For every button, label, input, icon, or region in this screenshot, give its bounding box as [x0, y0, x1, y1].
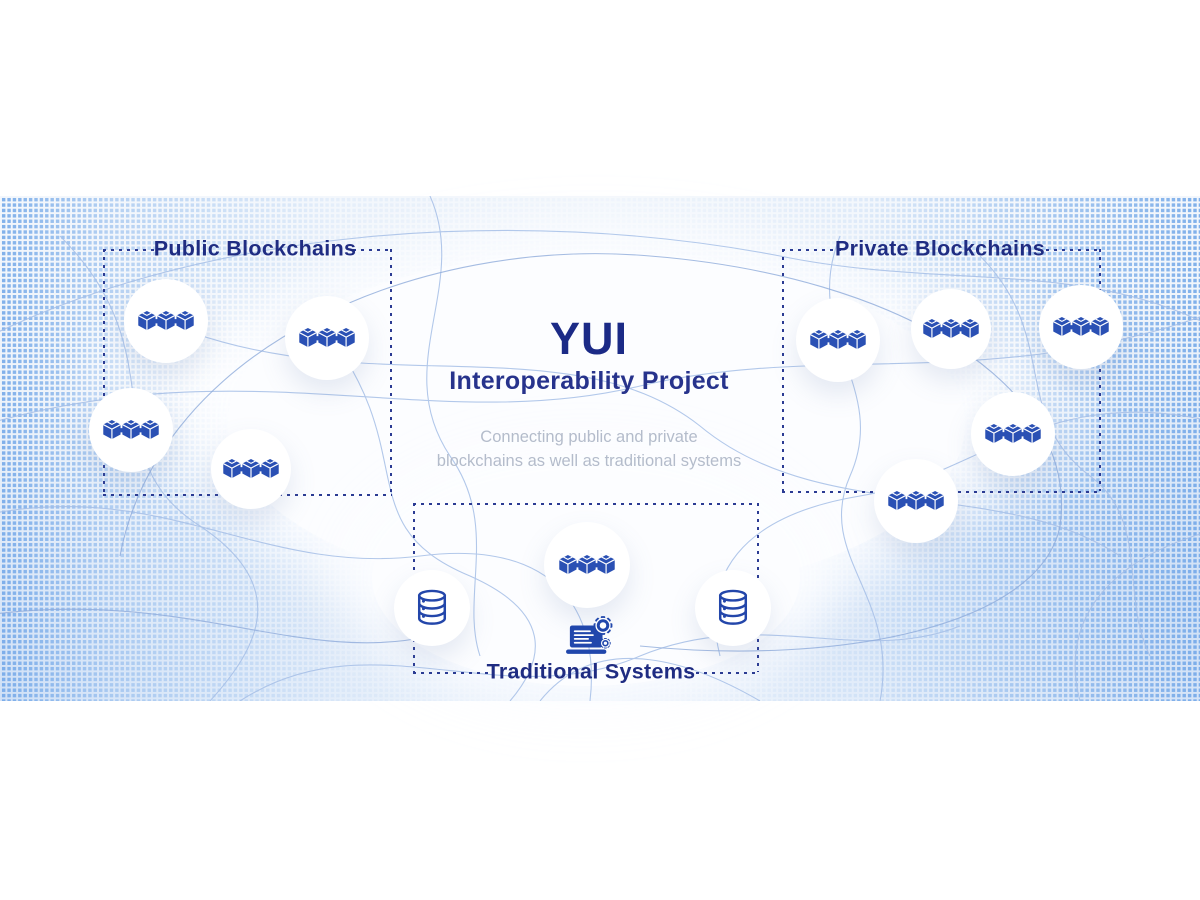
public-node-4 — [211, 429, 291, 509]
public-box-border-top-left — [103, 249, 157, 251]
tagline-line-1: Connecting public and private — [480, 428, 698, 446]
database-icon — [718, 589, 748, 625]
public-blockchains-label: Public Blockchains — [153, 236, 357, 261]
blockchain-icon — [887, 491, 945, 511]
page-subtitle: Interoperability Project — [449, 367, 729, 395]
traditional-box-border-bottom-left — [413, 672, 494, 674]
private-blockchains-label: Private Blockchains — [834, 236, 1046, 261]
traditional-node-blockchain — [544, 522, 630, 608]
blockchain-icon — [137, 311, 195, 331]
blockchain-icon — [102, 420, 160, 440]
private-box-border-top-right — [1038, 249, 1099, 251]
traditional-node-database-right — [695, 570, 771, 646]
traditional-box-border-bottom-right — [688, 672, 757, 674]
blockchain-icon — [1052, 317, 1110, 337]
private-box-border-left — [782, 249, 784, 491]
public-box-border-right — [390, 249, 392, 494]
laptop-gear-icon — [566, 616, 613, 654]
hero-text-block: YUI Interoperability Project Connecting … — [437, 316, 741, 474]
tagline: Connecting public and private blockchain… — [437, 426, 741, 474]
blockchain-icon — [809, 330, 867, 350]
tagline-line-2: blockchains as well as traditional syste… — [436, 451, 742, 470]
blockchain-icon — [922, 319, 980, 339]
public-node-1 — [124, 279, 208, 363]
traditional-node-database-left — [394, 570, 470, 646]
database-icon — [417, 589, 447, 625]
private-box-border-top-left — [782, 249, 842, 251]
private-node-1 — [796, 298, 880, 382]
public-box-border-left — [103, 249, 105, 494]
private-box-border-right — [1099, 249, 1101, 491]
blockchain-icon — [222, 459, 280, 479]
private-node-3 — [1039, 285, 1123, 369]
private-node-5 — [874, 459, 958, 543]
public-box-border-top-right — [353, 249, 392, 251]
blockchain-icon — [298, 328, 356, 348]
blockchain-icon — [984, 424, 1042, 444]
traditional-box-border-top — [413, 503, 757, 505]
public-node-3 — [89, 388, 173, 472]
private-node-2 — [911, 289, 991, 369]
traditional-laptop-gear — [563, 613, 619, 666]
public-node-2 — [285, 296, 369, 380]
page-title: YUI — [549, 313, 628, 364]
private-node-4 — [971, 392, 1055, 476]
blockchain-icon — [558, 555, 616, 575]
traditional-systems-label: Traditional Systems — [486, 659, 696, 684]
